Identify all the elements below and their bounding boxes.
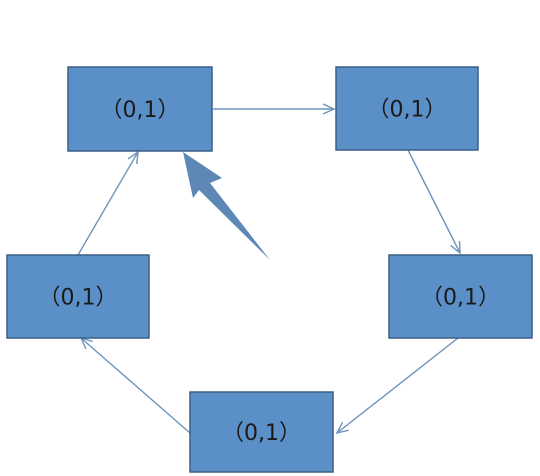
node-top-left: （0,1） (67, 66, 213, 152)
node-label: （0,1） (368, 98, 447, 123)
edge-mid-right-to-bottom (335, 337, 459, 435)
node-mid-left: （0,1） (6, 254, 150, 339)
node-top-right: （0,1） (335, 66, 479, 151)
node-label: （0,1） (421, 286, 500, 311)
node-label: （0,1） (39, 286, 118, 311)
node-label: （0,1） (101, 98, 180, 123)
thick-arrow-icon (183, 152, 270, 260)
node-bottom: （0,1） (189, 391, 334, 473)
edges (77, 103, 461, 435)
edge-bottom-to-mid-left (79, 336, 191, 434)
node-box (6, 254, 150, 339)
node-box (67, 66, 213, 152)
node-box (189, 391, 334, 473)
edge-mid-left-to-top-left (77, 150, 139, 256)
nodes: （0,1） （0,1） （0,1） （0,1） （0,1） (6, 66, 533, 473)
node-mid-right: （0,1） (388, 254, 533, 339)
edge-top-right-to-mid-right (407, 149, 461, 255)
node-label: （0,1） (222, 421, 301, 446)
node-box (335, 66, 479, 151)
node-box (388, 254, 533, 339)
